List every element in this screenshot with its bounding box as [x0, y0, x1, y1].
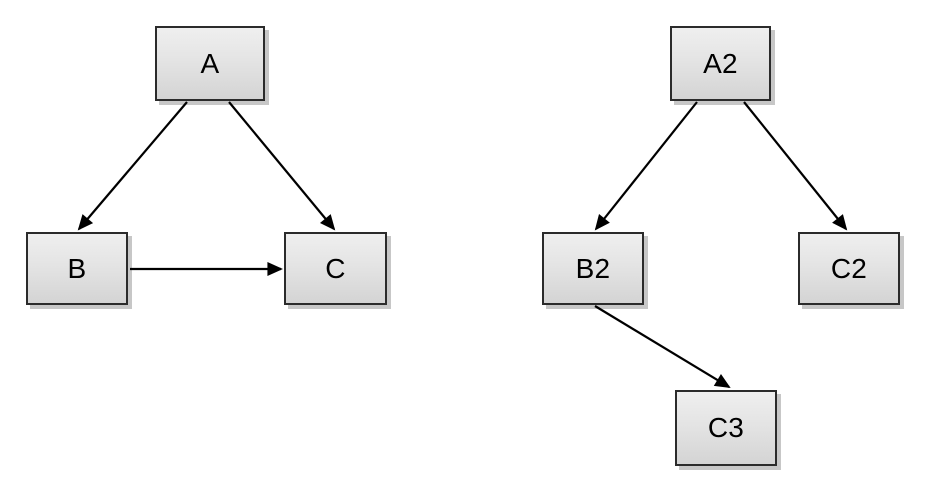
arrowhead: [594, 214, 610, 231]
arrowhead: [77, 214, 94, 231]
edge-A-to-C: [228, 101, 336, 231]
node-label: B: [67, 252, 87, 284]
edge-line: [78, 101, 188, 230]
node-C3[interactable]: C3: [675, 390, 777, 466]
edge-line: [228, 101, 335, 230]
edge-A-to-B: [77, 101, 188, 231]
edge-A2-to-C2: [743, 101, 848, 231]
edge-line: [595, 101, 698, 230]
arrowhead: [267, 262, 283, 276]
node-A2[interactable]: A2: [670, 26, 771, 101]
edge-A2-to-B2: [594, 101, 698, 231]
node-label: A2: [703, 47, 738, 79]
node-A[interactable]: A: [155, 26, 265, 101]
node-C[interactable]: C: [284, 232, 387, 305]
node-B2[interactable]: B2: [542, 232, 644, 305]
edge-line: [594, 305, 730, 388]
arrowhead: [713, 374, 731, 389]
edge-line: [743, 101, 847, 230]
edge-B-to-C: [130, 262, 283, 276]
node-label: C: [325, 252, 346, 284]
node-B[interactable]: B: [26, 232, 128, 305]
node-label: C2: [830, 252, 868, 284]
node-label: B2: [575, 252, 611, 284]
edge-B2-to-C3: [594, 305, 731, 389]
arrowhead: [832, 214, 848, 231]
arrowhead: [319, 214, 336, 231]
node-label: C3: [707, 412, 745, 443]
node-C2[interactable]: C2: [798, 232, 900, 305]
node-label: A: [200, 47, 220, 79]
